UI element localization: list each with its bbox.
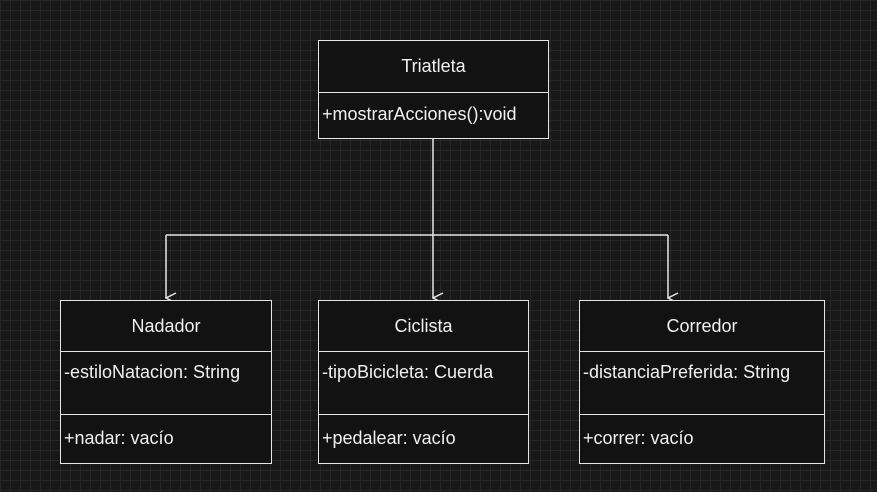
operation: +mostrarAcciones():void — [322, 104, 517, 124]
operations-section: +mostrarAcciones():void — [319, 92, 548, 138]
class-ciclista[interactable]: Ciclista -tipoBicicleta: Cuerda +pedalea… — [318, 300, 529, 464]
class-nadador[interactable]: Nadador -estiloNatacion: String +nadar: … — [60, 300, 272, 464]
attribute: -estiloNatacion: String — [64, 362, 241, 382]
class-triatleta[interactable]: Triatleta +mostrarAcciones():void — [318, 40, 549, 139]
class-name: Ciclista — [394, 315, 453, 336]
attributes-section: -distanciaPreferida: String — [580, 351, 824, 414]
class-name: Triatleta — [401, 56, 466, 76]
operation: +pedalear: vacío — [322, 428, 456, 448]
class-name: Nadador — [131, 315, 201, 336]
class-corredor[interactable]: Corredor -distanciaPreferida: String +co… — [579, 300, 825, 464]
attributes-section: -estiloNatacion: String — [61, 351, 271, 414]
class-name: Corredor — [666, 315, 738, 336]
operations-section: +pedalear: vacío — [319, 414, 528, 462]
operations-section: +nadar: vacío — [61, 414, 271, 462]
operation: +correr: vacío — [583, 428, 694, 448]
attributes-section: -tipoBicicleta: Cuerda — [319, 351, 528, 414]
operation: +nadar: vacío — [64, 428, 174, 448]
attribute: -tipoBicicleta: Cuerda — [322, 362, 494, 382]
attribute: -distanciaPreferida: String — [583, 362, 791, 382]
operations-section: +correr: vacío — [580, 414, 824, 462]
